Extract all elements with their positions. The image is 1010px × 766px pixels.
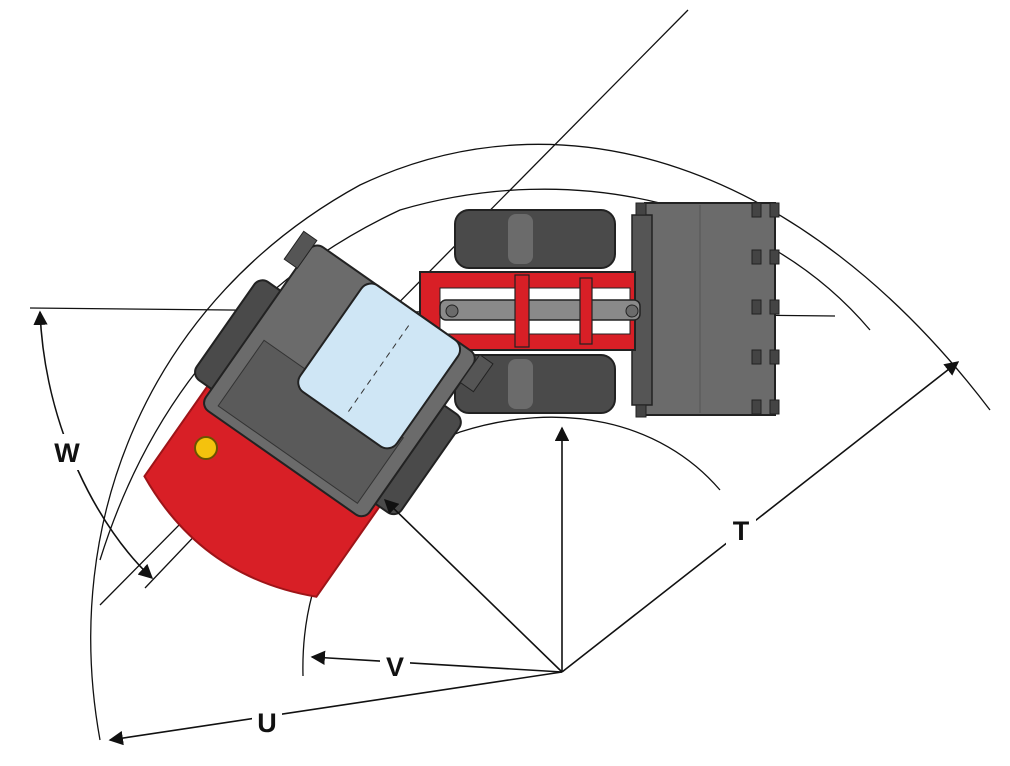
dimension-arrow-u <box>108 671 563 746</box>
dimension-arrow-t <box>561 361 960 673</box>
roof-window <box>297 282 462 450</box>
label-w: W <box>54 438 80 468</box>
dimension-arrow-w <box>33 310 154 579</box>
dimension-arrows <box>33 310 960 746</box>
radius-arrow-rear <box>383 498 563 673</box>
lift-frame <box>419 271 641 351</box>
dimension-labels: T V U W <box>50 434 756 740</box>
front-wheels <box>454 209 616 414</box>
label-v: V <box>386 652 404 682</box>
dimension-arrow-v <box>310 650 563 673</box>
label-t: T <box>733 516 750 546</box>
label-u: U <box>257 708 277 738</box>
front-bucket <box>631 202 780 418</box>
warning-beacon-icon <box>194 436 218 460</box>
